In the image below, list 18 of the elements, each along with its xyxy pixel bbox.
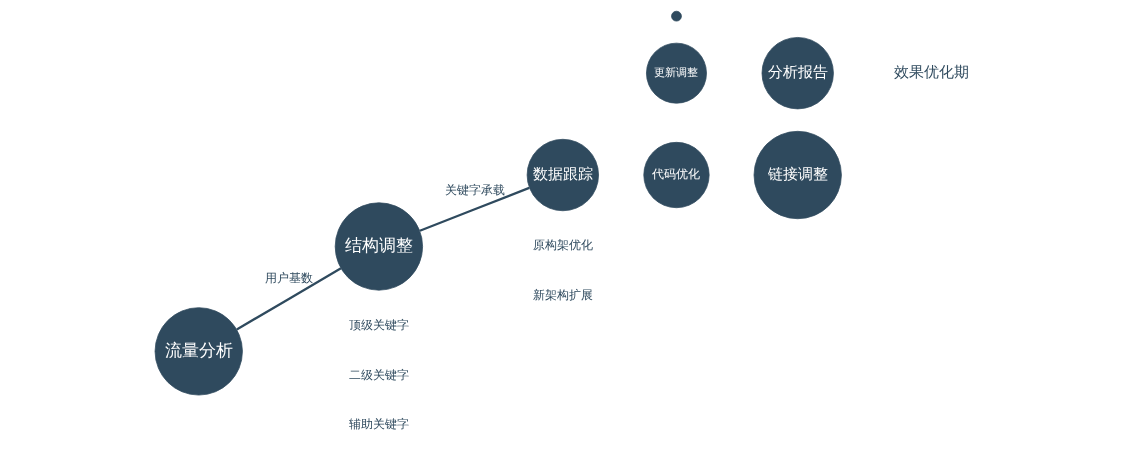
edge-label: 用户基数 [264, 271, 313, 286]
node-circle: 数据跟踪 [526, 138, 599, 212]
label: 顶级关键字 [348, 318, 409, 333]
connector [419, 186, 530, 232]
node-circle: 链接调整 [753, 130, 842, 220]
node-circle: 分析报告 [761, 37, 834, 110]
label: 二级关键字 [348, 367, 409, 382]
node-circle: 代码优化 [642, 141, 710, 209]
label: 原构架优化 [532, 238, 593, 253]
label: 新架构扩展 [532, 287, 593, 302]
node-circle: 流量分析 [154, 307, 243, 396]
label: 辅助关键字 [348, 416, 409, 431]
node-circle: 结构调整 [334, 202, 423, 291]
node-circle: 更新调整 [645, 42, 707, 104]
edge-label: 关键字承载 [444, 182, 505, 197]
label: 效果优化期 [893, 62, 969, 81]
node-circle [670, 10, 682, 22]
connector [235, 267, 342, 331]
